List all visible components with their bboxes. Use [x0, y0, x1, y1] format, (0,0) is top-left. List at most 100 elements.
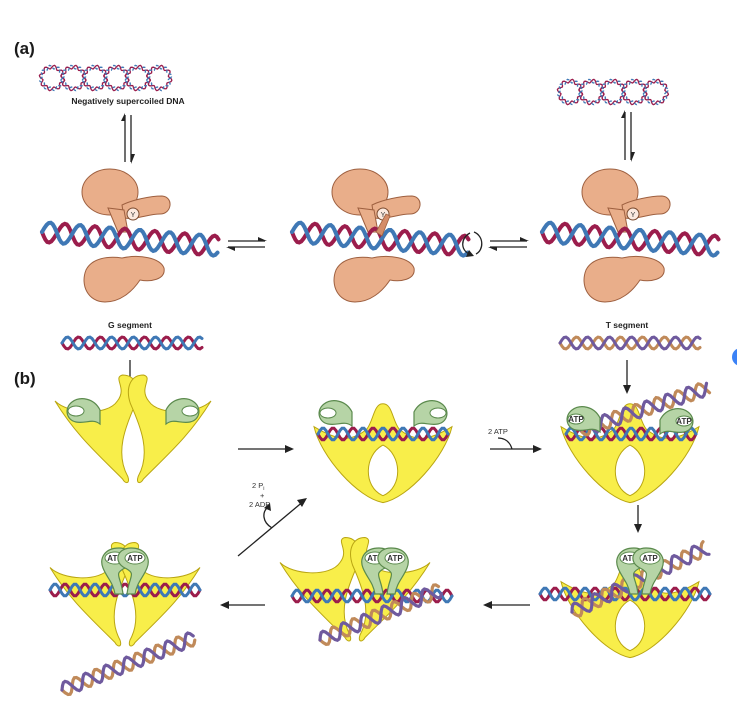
dna-strand-a	[570, 540, 705, 618]
supercoil-strand-a	[578, 78, 605, 106]
hydrolysis-products: 2 Pi + 2 ADP	[249, 481, 270, 509]
supercoil-loop	[599, 78, 627, 106]
bound-dna	[540, 220, 721, 258]
atp-input-label: 2 ATP	[488, 427, 508, 436]
edge-dot	[732, 348, 737, 366]
supercoiled-dna-label: Negatively supercoiled DNA	[71, 96, 184, 106]
supercoil-strand-a	[642, 78, 670, 106]
dna-strand-b	[60, 335, 204, 351]
gyrase-half-right	[127, 374, 212, 484]
atp-pocket	[124, 551, 146, 565]
atp-pocket	[639, 551, 661, 565]
dna-strand-b	[316, 426, 450, 442]
supercoil-loop	[38, 64, 66, 92]
supercoil-strand-b	[642, 78, 670, 106]
supercoil-strand-a	[81, 64, 109, 92]
dna-strand-a	[564, 426, 698, 442]
tyrosine-label: Y	[631, 212, 636, 219]
supercoil-strand-b	[578, 78, 605, 106]
pi-subscript: i	[263, 486, 264, 492]
supercoil-strand-b	[60, 64, 87, 92]
arrow-b3-down	[634, 505, 642, 533]
dna-strand-b	[290, 220, 470, 258]
arrow-t-segment-down	[623, 360, 631, 394]
dna-strand-b	[538, 586, 712, 602]
plus-label: +	[260, 491, 265, 500]
arrow-b1-to-b2	[238, 445, 294, 453]
dna-strand-a	[538, 586, 712, 602]
supercoil-strand-b	[124, 64, 152, 92]
transport-helix	[578, 381, 712, 437]
transport-helix	[558, 335, 702, 351]
atpase-pocket	[567, 413, 585, 425]
supercoiled-dna-right	[556, 78, 670, 106]
dna-strand-b	[40, 220, 220, 258]
supercoil-loop	[103, 64, 130, 92]
protein-link	[375, 213, 391, 237]
supercoil-strand-b	[599, 78, 627, 106]
supercoil-strand-a	[621, 78, 648, 106]
supercoil-strand-b	[103, 64, 130, 92]
supercoil-loop	[146, 64, 173, 92]
gyrase-state-open	[54, 374, 212, 484]
atp-badge: ATP	[622, 554, 638, 563]
dna-strand-b	[48, 582, 202, 598]
atp-badge: ATP	[387, 554, 403, 563]
supercoil-strand-a	[60, 64, 87, 92]
arrow-b6-to-b2-recycle	[237, 498, 307, 557]
dna-strand-a	[558, 335, 702, 351]
dna-strand-b	[558, 335, 702, 351]
protein-lobe-lower	[83, 255, 165, 303]
tyrosine-circle	[626, 207, 640, 221]
protein-lobe-lower	[333, 255, 415, 303]
supercoil-loop	[81, 64, 109, 92]
supercoil-strand-b	[38, 64, 66, 92]
gyrase-cavity	[367, 444, 399, 497]
arrow-b5-to-b6	[220, 601, 265, 609]
supercoil-strand-a	[103, 64, 130, 92]
supercoil-loop	[60, 64, 87, 92]
arrow-b2-to-b3	[490, 437, 542, 453]
dna-strand-a	[316, 426, 450, 442]
atpase-arm	[66, 398, 101, 426]
transport-helix	[318, 583, 444, 646]
atpase-arm	[318, 400, 353, 428]
dna-strand-a	[60, 635, 197, 697]
protein-lobe-upper	[581, 168, 639, 216]
equilibrium-arrow-right-vertical	[621, 110, 635, 162]
supercoil-strand-b	[556, 78, 584, 106]
supercoil-loop	[621, 78, 648, 106]
protein-lobe-upper	[81, 168, 139, 216]
atpase-arm: ATP	[659, 408, 694, 436]
bound-dna	[290, 220, 471, 258]
dna-strand-b	[540, 220, 720, 258]
gyrase-state-g-bound	[313, 400, 453, 504]
atpase-pocket	[181, 405, 199, 417]
equilibrium-arrow-horizontal-1	[226, 237, 267, 251]
g-segment-label: G segment	[108, 320, 152, 330]
gyrase-cavity	[614, 599, 646, 652]
dna-strand-a	[60, 335, 204, 351]
topoisomerase-complex-1: Y	[40, 168, 221, 303]
g-segment-dna	[60, 335, 204, 351]
equilibrium-arrow-left-vertical	[121, 113, 135, 164]
supercoil-strand-a	[124, 64, 152, 92]
supercoil-strand-a	[38, 64, 66, 92]
atp-badge: ATP	[676, 417, 692, 426]
pi-label: 2 Pi	[252, 481, 265, 492]
dna-strand-a	[48, 582, 202, 598]
dna-strand-b	[318, 587, 444, 642]
supercoil-strand-a	[599, 78, 627, 106]
supercoil-strand-b	[621, 78, 648, 106]
tyrosine-label: Y	[381, 212, 386, 219]
topoisomerase-complex-3: Y	[540, 168, 721, 303]
supercoil-strand-b	[81, 64, 109, 92]
supercoil-loop	[556, 78, 584, 106]
